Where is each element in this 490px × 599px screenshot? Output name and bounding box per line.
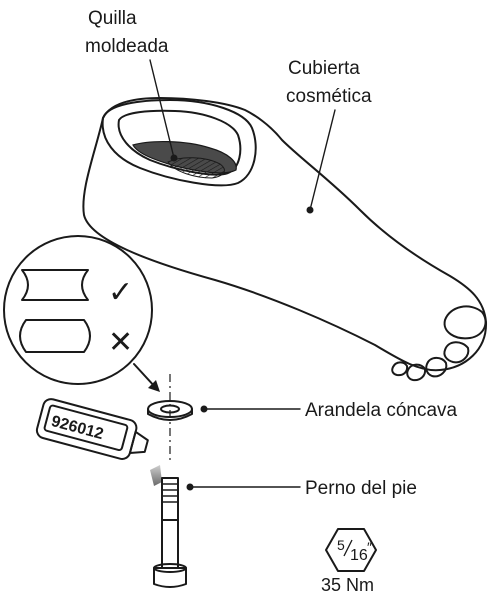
wrench-size-numerator: 5 (337, 537, 345, 553)
cosmetic-cover (82, 97, 488, 382)
toe-big (443, 305, 487, 340)
keel-attachment-hatch (167, 157, 225, 179)
keel-label-line2: moldeada (85, 36, 169, 57)
socket-rim-outer (101, 99, 257, 187)
keel-label-line1: Quilla (88, 8, 137, 29)
foot-outline (82, 97, 488, 372)
keel-leader-line (149, 59, 175, 159)
bolt-leader-dot (186, 483, 194, 491)
hex-wrench-icon: 5 16 ″ (325, 528, 377, 572)
inset-circle (3, 235, 153, 385)
wrench-size-unit: ″ (367, 539, 372, 555)
toe-2 (443, 341, 470, 364)
concave-washer (147, 400, 193, 421)
cover-leader-dot (306, 206, 314, 214)
wrench-size-denominator: 16 (350, 547, 368, 564)
toe-5 (391, 361, 409, 377)
cover-leader-line (309, 109, 336, 211)
washer-label: Arandela cóncava (305, 400, 458, 421)
foot-bolt (153, 477, 187, 588)
torque-label: 35 Nm (321, 575, 374, 595)
threadlocker-tube: 926012 (35, 398, 162, 486)
cross-icon: ✕ (108, 325, 133, 360)
washer-orientation-inset: ✓ ✕ (3, 235, 153, 385)
cover-label-line1: Cubierta (288, 58, 360, 79)
toe-3 (425, 356, 448, 378)
washer-leader-dot (200, 405, 208, 413)
keel-leader-dot (170, 154, 178, 162)
cover-label-line2: cosmética (286, 86, 372, 107)
washer-correct-orientation (21, 269, 89, 301)
toe-4 (406, 363, 427, 382)
bolt-label: Perno del pie (305, 478, 417, 499)
socket-rim-inner (117, 109, 242, 176)
inset-arrow (133, 363, 160, 392)
washer-incorrect-orientation (19, 319, 91, 353)
check-icon: ✓ (108, 275, 133, 310)
threadlocker-drop (150, 465, 162, 486)
